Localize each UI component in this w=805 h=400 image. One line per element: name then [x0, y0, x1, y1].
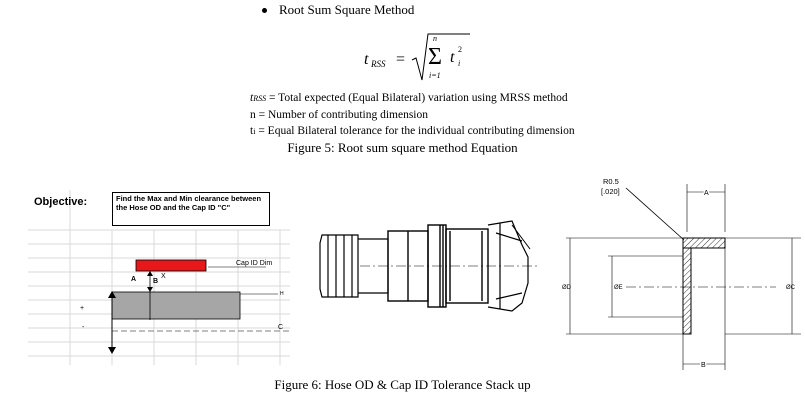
formula-term-sub: i [458, 59, 460, 68]
radius-leader [625, 187, 685, 241]
radius-label: R0.5 [603, 177, 619, 186]
label-h: H [280, 291, 284, 297]
hose-od-block [111, 291, 241, 320]
def-ti-sym: t [250, 125, 254, 137]
def-n: n = Number of contributing dimension [250, 109, 429, 121]
formula-lhs: t [364, 51, 369, 68]
hose-fitting-drawing [319, 220, 540, 312]
dim-b-arrow-up [147, 271, 153, 276]
dim-b-label: B [701, 362, 706, 369]
figure6-caption: Figure 6: Hose OD & Cap ID Tolerance Sta… [274, 377, 531, 392]
cap-end-wall [682, 247, 692, 335]
objective-label: Objective: [34, 196, 88, 208]
stack-arrow-down [108, 347, 116, 354]
figure5-caption: Figure 5: Root sum square method Equatio… [287, 140, 518, 155]
formula-sum-bottom: i=1 [429, 71, 441, 80]
stack-arrow-up [108, 291, 116, 298]
hose-barb [319, 234, 389, 298]
label-c: C [278, 324, 284, 331]
def-ti: ti = Equal Bilateral tolerance for the i… [250, 123, 575, 140]
label-x: X [161, 273, 166, 280]
cap-section-drawing: R0.5 [.020] A ØD ØE ØC B [562, 177, 801, 371]
formula-term: t [450, 49, 455, 66]
def-trss-sym: t [250, 92, 254, 104]
radius-inch: [.020] [601, 187, 620, 196]
def-trss-sub: RSS [253, 94, 267, 103]
dim-a-label: A [704, 190, 709, 197]
def-trss-text: = Total expected (Equal Bilateral) varia… [266, 92, 568, 104]
label-b: B [153, 278, 159, 285]
formula-sum-top: n [433, 34, 437, 43]
bullet-dot [262, 7, 267, 13]
def-trss: tRSS = Total expected (Equal Bilateral) … [250, 90, 575, 107]
definitions: tRSS = Total expected (Equal Bilateral) … [250, 90, 575, 140]
cap-id-label: Cap ID Dim [236, 260, 273, 267]
formula-term-exp: 2 [458, 45, 462, 54]
method-title: Root Sum Square Method [279, 2, 415, 17]
def-ti-sub: i [253, 127, 256, 136]
cap-id-bar [135, 259, 207, 272]
method-bullet: Root Sum Square Method [262, 2, 414, 18]
rss-formula: t RSS = n Σ i=1 t i 2 [364, 33, 470, 81]
radical-sign [411, 33, 470, 81]
sigma-symbol: Σ [428, 44, 442, 70]
cap-top-wall [682, 237, 726, 249]
dim-b-arrow-down [147, 287, 153, 292]
formula-equals: = [396, 51, 405, 68]
plus-sign: + [80, 305, 85, 312]
sheet-grid [28, 190, 290, 365]
nut-leader [511, 224, 531, 250]
objective-box: Find the Max and Min clearance between t… [112, 192, 270, 226]
dim-c-label: ØC [786, 285, 796, 291]
stackup-spreadsheet: Objective: Find the Max and Min clearanc… [28, 190, 290, 365]
def-ti-text: = Equal Bilateral tolerance for the indi… [255, 125, 575, 137]
label-a: A [131, 276, 137, 283]
formula-lhs-sub: RSS [370, 59, 386, 69]
dim-d-label: ØD [562, 285, 572, 291]
dim-e-label: ØE [614, 285, 623, 291]
minus-sign: - [82, 324, 85, 331]
